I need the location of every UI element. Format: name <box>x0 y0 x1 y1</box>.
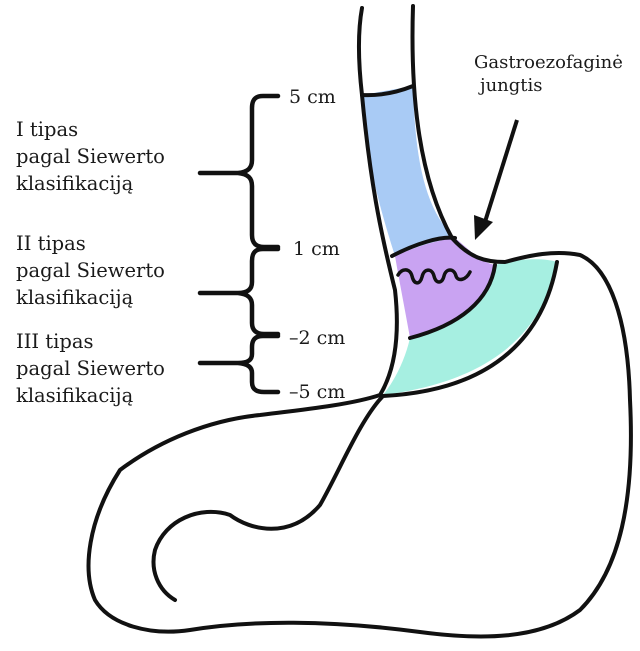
gej-label-line2: jungtis <box>480 75 543 97</box>
gej-arrow-head <box>474 215 493 240</box>
bracket-type-3 <box>200 336 278 392</box>
mark-minus-2cm: –2 cm <box>289 327 345 349</box>
type-3-label-line1: III tipas <box>16 330 94 353</box>
mark-5cm: 5 cm <box>289 86 336 108</box>
type-1-label-line2: pagal Siewerto <box>16 145 165 168</box>
mark-1cm: 1 cm <box>293 238 340 260</box>
type-3-label-line2: pagal Siewerto <box>16 357 165 380</box>
type-1-label-line3: klasifikaciją <box>16 172 133 195</box>
stomach-outer-wall <box>89 6 631 637</box>
bracket-type-1 <box>200 96 278 247</box>
mark-minus-5cm: –5 cm <box>289 381 345 403</box>
type-2-label-line3: klasifikaciją <box>16 286 133 309</box>
type-2-label-line2: pagal Siewerto <box>16 259 165 282</box>
bracket-type-2 <box>200 249 278 334</box>
zone-type-1 <box>362 86 455 256</box>
type-2-label-line1: II tipas <box>16 232 86 255</box>
gej-label-line1: Gastroezofaginė <box>474 52 623 74</box>
type-3-label-line3: klasifikaciją <box>16 384 133 407</box>
gej-arrow-shaft <box>484 120 517 225</box>
type-1-label-line1: I tipas <box>16 118 78 141</box>
